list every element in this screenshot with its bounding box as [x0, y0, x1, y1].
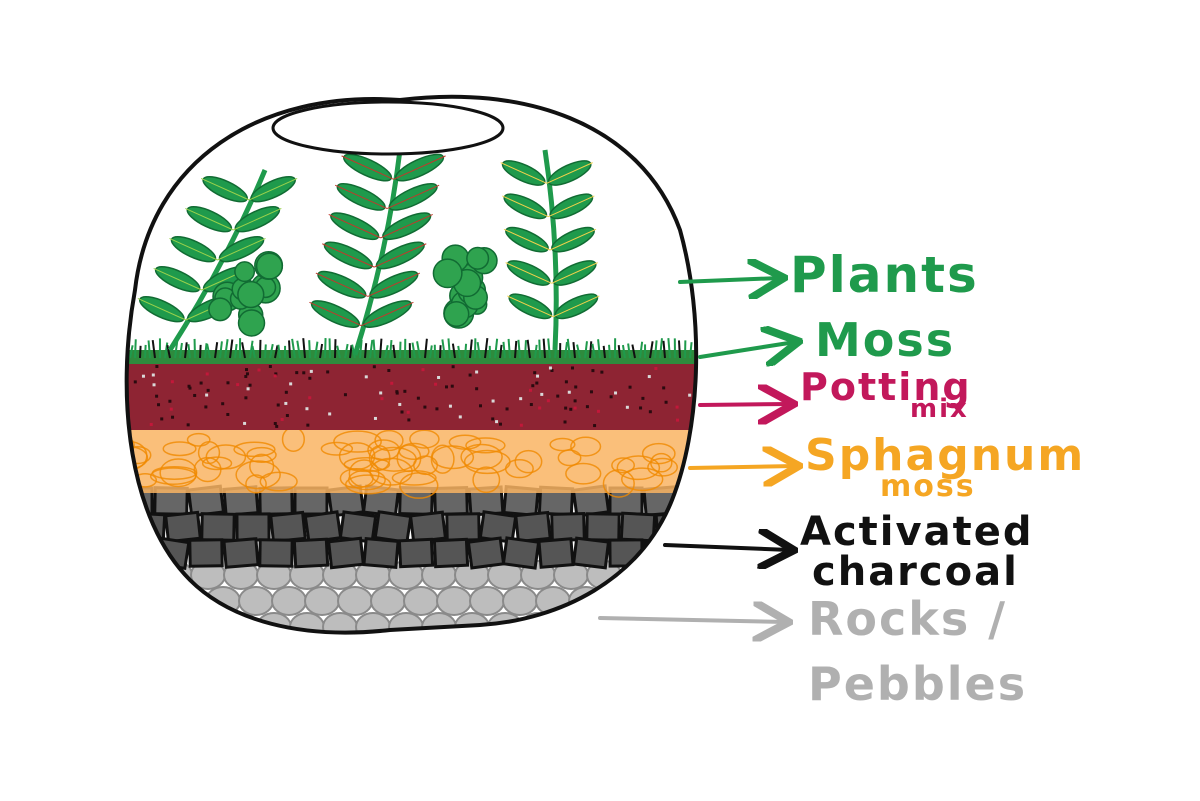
label-arrows: [598, 278, 795, 622]
potting-mix-layer: [126, 360, 697, 430]
arrow-charcoal: [663, 545, 790, 550]
terrarium-layers: [126, 338, 697, 633]
arrow-rocks: [598, 618, 785, 622]
arrow-sphagnum: [688, 466, 795, 468]
arrow-potting: [698, 404, 790, 405]
globe-outline: [124, 94, 699, 635]
label-sphagnum: Sphagnum: [805, 430, 1085, 481]
label-charcoal: charcoal: [812, 549, 1019, 595]
label-moss: Moss: [815, 313, 955, 367]
label-potting-mix: mix: [910, 394, 969, 424]
arrow-plants: [678, 278, 780, 282]
label-plants: Plants: [790, 246, 979, 304]
globe-opening: [271, 100, 505, 156]
label-rocks: Rocks /: [808, 592, 1007, 646]
label-pebbles: Pebbles: [808, 657, 1027, 711]
arrow-moss: [698, 342, 795, 357]
plants-group: [137, 149, 600, 356]
activated-charcoal-layer: [126, 484, 692, 570]
sphagnum-moss-layer: [126, 426, 690, 499]
label-activated: Activated: [800, 509, 1033, 555]
label-potting: Potting: [800, 365, 972, 409]
moss-layer: [126, 338, 697, 364]
label-sphagnum-moss: moss: [880, 469, 976, 504]
